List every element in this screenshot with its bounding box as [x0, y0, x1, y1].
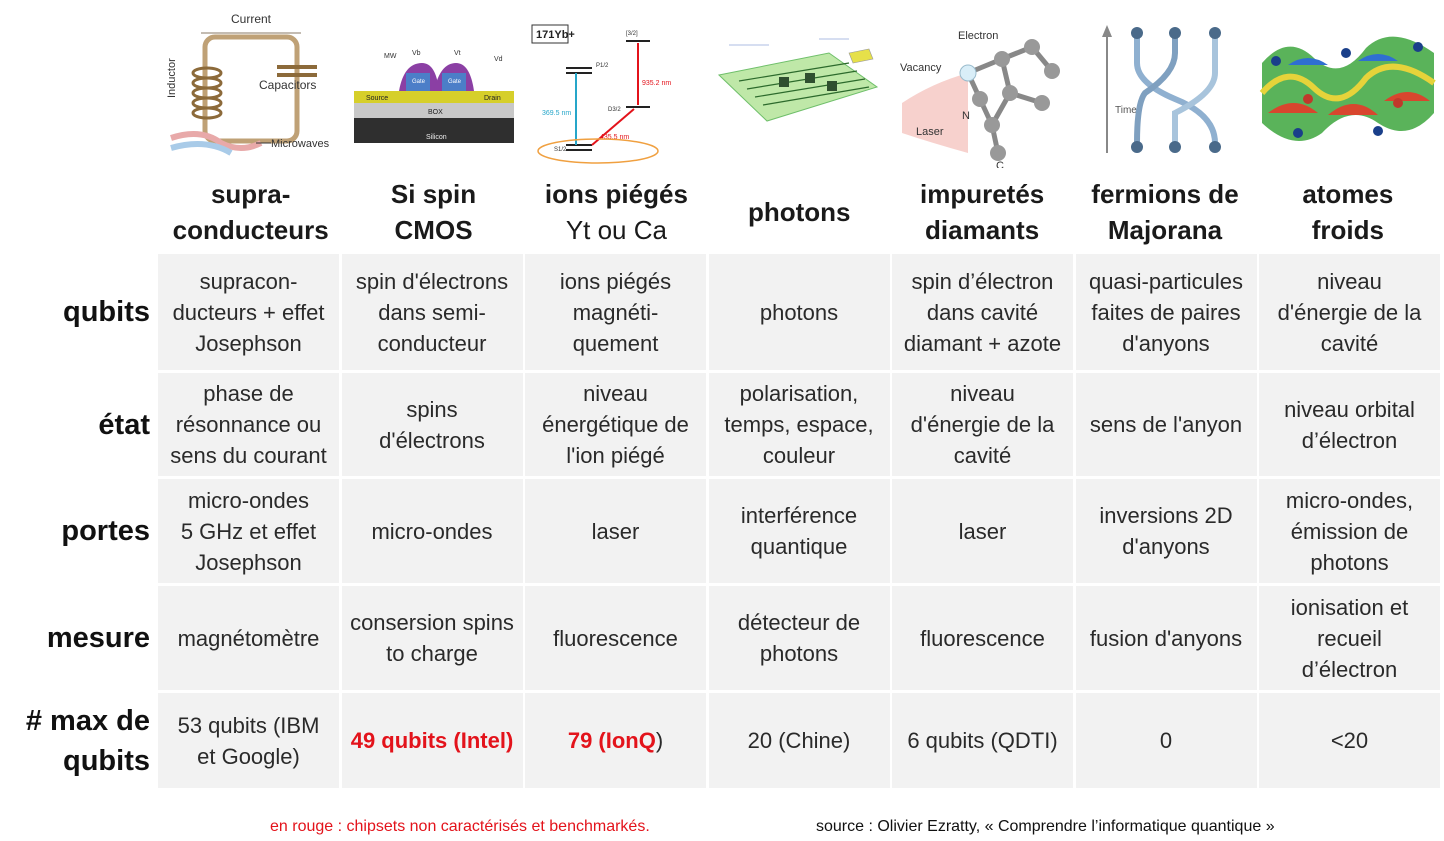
label-current: Current — [231, 12, 272, 26]
row-label: mesure — [46, 622, 150, 654]
table-cell: ionisation et recueil d’électron — [1259, 586, 1440, 690]
svg-text:Electron: Electron — [958, 30, 998, 42]
svg-text:935.2 nm: 935.2 nm — [642, 80, 671, 87]
svg-text:Vacancy: Vacancy — [900, 62, 942, 74]
column-header-fermions-majorana: fermions de Majorana — [1091, 179, 1239, 245]
table-cell: niveau énergétique de l'ion piégé — [525, 373, 706, 476]
table-cell: fluorescence — [525, 586, 706, 690]
table-cell: quasi-particules faites de paires d'anyo… — [1075, 254, 1257, 370]
column-header-supraconducteurs: supra- conducteurs — [172, 179, 329, 245]
table-cell: interférence quantique — [708, 479, 890, 583]
trapped-ion-levels-image: 171Yb+ P1/2 [3/2] D3/2 S1/2 369.5 nm 935… — [526, 0, 707, 170]
svg-text:MW: MW — [384, 53, 397, 60]
svg-text:Vd: Vd — [494, 56, 503, 63]
cold-atoms-lattice-image — [1257, 0, 1438, 170]
row-label: # max de qubits — [25, 704, 150, 777]
label-inductor: Inductor — [166, 57, 178, 97]
row-label: qubits — [63, 296, 150, 328]
table-cell: sens de l'anyon — [1075, 373, 1257, 476]
table-cell: 49 qubits (Intel) — [341, 693, 523, 788]
table-cell: spin d’électron dans cavité diamant + az… — [892, 254, 1073, 370]
svg-text:S1/2: S1/2 — [554, 147, 567, 153]
table-cell: ions piégés magnéti- quement — [525, 254, 706, 370]
svg-text:D3/2: D3/2 — [608, 107, 621, 113]
table-cell: laser — [892, 479, 1073, 583]
svg-text:Laser: Laser — [916, 126, 944, 138]
svg-text:Drain: Drain — [484, 95, 501, 102]
illustration-row: Current Inductor Capacitors Microwaves M… — [160, 0, 1440, 170]
table-cell: niveau orbital d’électron — [1259, 373, 1440, 476]
table-cell: 79 (IonQ) — [525, 693, 706, 788]
table-cell: 6 qubits (QDTI) — [892, 693, 1073, 788]
table-cell: spin d'électrons dans semi- conducteur — [341, 254, 523, 370]
superconducting-circuit-image: Current Inductor Capacitors Microwaves — [160, 0, 341, 170]
svg-text:N: N — [962, 110, 970, 122]
svg-text:Source: Source — [366, 95, 388, 102]
table-cell: 53 qubits (IBM et Google) — [158, 693, 339, 788]
svg-text:435.5 nm: 435.5 nm — [600, 134, 629, 141]
label-microwaves: Microwaves — [271, 138, 330, 150]
table-cell: spins d'électrons — [341, 373, 523, 476]
footnote-source: source : Olivier Ezratty, « Comprendre l… — [816, 818, 1275, 835]
svg-text:369.5 nm: 369.5 nm — [542, 110, 571, 117]
majorana-braiding-image: Time — [1074, 0, 1255, 170]
svg-text:Gate: Gate — [448, 79, 462, 85]
table-cell: détecteur de photons — [708, 586, 890, 690]
svg-text:Silicon: Silicon — [426, 134, 447, 141]
table-cell: <20 — [1259, 693, 1440, 788]
svg-text:Vt: Vt — [454, 50, 461, 57]
photonic-chip-image — [709, 0, 890, 170]
table-cell: magnétomètre — [158, 586, 339, 690]
table-cell: fusion d'anyons — [1075, 586, 1257, 690]
svg-text:Vb: Vb — [412, 50, 421, 57]
table-cell: niveau d'énergie de la cavité — [892, 373, 1073, 476]
si-spin-cmos-image: MW Vb Vt Vd Source Drain Gate Gate BOX S… — [343, 0, 524, 170]
column-header-photons: photons — [747, 197, 851, 227]
table-cell: micro-ondes 5 GHz et effet Josephson — [158, 479, 339, 583]
svg-text:171Yb+: 171Yb+ — [536, 29, 575, 41]
column-header-ions-pieges: ions piégés Yt ou Ca — [544, 179, 688, 245]
table-cell: phase de résonnance ou sens du courant — [158, 373, 339, 476]
table-cell: laser — [525, 479, 706, 583]
svg-text:Gate: Gate — [412, 79, 426, 85]
table-cell: supracon- ducteurs + effet Josephson — [158, 254, 339, 370]
column-header-si-spin-cmos: Si spin CMOS — [390, 179, 477, 245]
svg-text:Time: Time — [1115, 105, 1137, 116]
table-cell: consersion spins to charge — [341, 586, 523, 690]
table-cell: photons — [708, 254, 890, 370]
svg-text:[3/2]: [3/2] — [626, 31, 638, 37]
table-cell: micro-ondes, émission de photons — [1259, 479, 1440, 583]
footnote-red-legend: en rouge : chipsets non caractérisés et … — [270, 818, 650, 835]
svg-text:BOX: BOX — [428, 109, 443, 116]
svg-text:P1/2: P1/2 — [596, 63, 609, 69]
diamond-nv-center-image: Electron Vacancy Laser N C — [891, 0, 1072, 170]
column-header-atomes-froids: atomes froids — [1302, 179, 1394, 245]
table-cell: 0 — [1075, 693, 1257, 788]
column-header-row: supra- conducteurs Si spin CMOS ions pié… — [160, 172, 1440, 252]
label-capacitors: Capacitors — [259, 78, 316, 92]
table-cell: polarisation, temps, espace, couleur — [708, 373, 890, 476]
row-label: état — [98, 408, 150, 441]
svg-text:C: C — [996, 160, 1004, 168]
column-header-impuretes-diamants: impuretés diamants — [919, 179, 1045, 245]
table-cell: 20 (Chine) — [708, 693, 890, 788]
red-highlight: 79 (IonQ — [567, 728, 656, 753]
cell-suffix: ) — [655, 728, 664, 753]
table-cell: niveau d'énergie de la cavité — [1259, 254, 1440, 370]
row-label: portes — [61, 515, 150, 547]
table-cell: micro-ondes — [341, 479, 523, 583]
table-cell: fluorescence — [892, 586, 1073, 690]
table-cell: inversions 2D d'anyons — [1075, 479, 1257, 583]
